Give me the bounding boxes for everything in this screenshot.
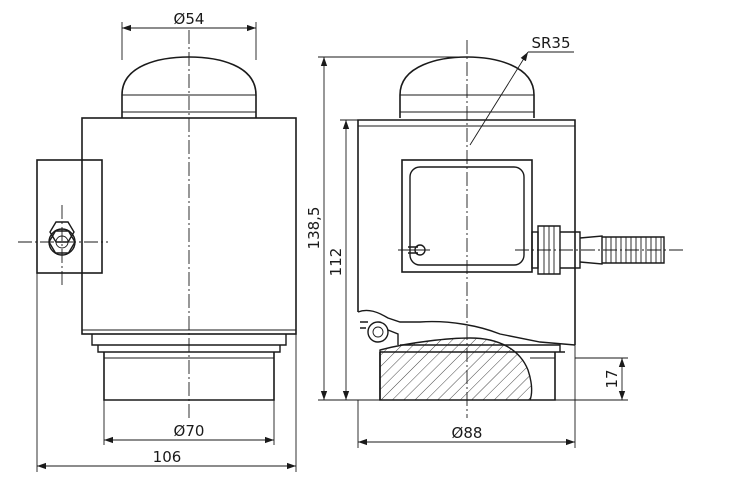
connector-box xyxy=(36,159,103,274)
dim-base-diameter: Ø70 xyxy=(174,422,205,440)
dim-top-diameter: Ø54 xyxy=(174,10,205,28)
seal-ring xyxy=(367,321,389,343)
dim-sphere-radius: SR35 xyxy=(531,34,570,52)
dim-body-height: 112 xyxy=(327,248,345,277)
dim-base-height: 17 xyxy=(603,369,621,388)
cutaway-edge xyxy=(357,309,576,346)
left-view: Ø54 Ø70 106 xyxy=(18,10,297,472)
dim-overall-height: 138,5 xyxy=(305,207,323,250)
right-view: SR35 138,5 112 Ø88 17 xyxy=(305,34,685,448)
main-body-right xyxy=(357,119,576,345)
hatched-section xyxy=(380,338,532,400)
dim-overall-width: 106 xyxy=(153,448,182,466)
base-right xyxy=(379,352,556,401)
dim-body-diameter: Ø88 xyxy=(452,424,483,442)
